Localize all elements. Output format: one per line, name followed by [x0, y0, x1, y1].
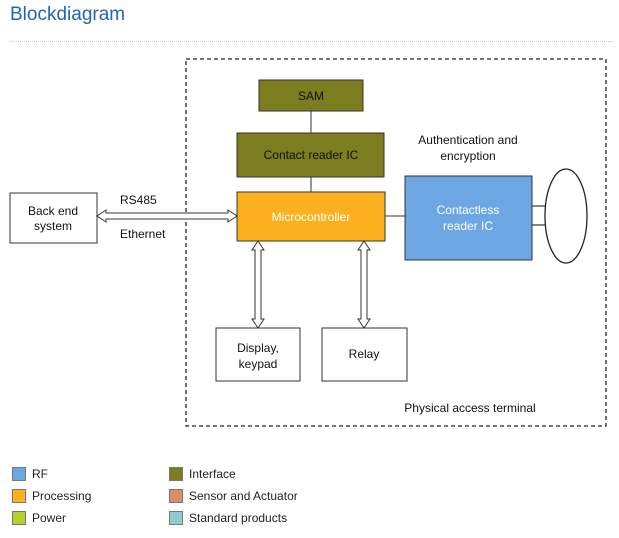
legend-item-standard: Standard products [169, 510, 287, 526]
display-label-1: Display, [237, 341, 279, 355]
auth-label-1: Authentication and [418, 133, 517, 147]
heading-divider [10, 41, 613, 42]
legend: RF Processing Power Interface Sensor and… [12, 462, 332, 532]
sam-block: SAM [258, 79, 364, 112]
legend-label-standard: Standard products [189, 511, 288, 525]
legend-label-power: Power [32, 511, 67, 525]
legend-label-sensor: Sensor and Actuator [189, 489, 298, 503]
back-end-block: Back end system [9, 192, 98, 244]
legend-item-interface: Interface [169, 466, 236, 482]
legend-item-sensor: Sensor and Actuator [169, 488, 298, 504]
rs485-label: RS485 [120, 193, 157, 207]
display-keypad-block: Display, keypad [215, 327, 301, 382]
micro-relay-arrow [357, 240, 371, 329]
legend-label-interface: Interface [189, 467, 236, 481]
display-label-2: keypad [239, 357, 278, 371]
microcontroller-label: Microcontroller [272, 210, 351, 224]
contact-reader-label: Contact reader IC [264, 148, 359, 162]
microcontroller-block: Microcontroller [236, 191, 386, 242]
legend-item-power: Power [12, 510, 66, 526]
ethernet-label: Ethernet [120, 227, 166, 241]
legend-label-rf: RF [32, 467, 48, 481]
back-end-label-1: Back end [28, 204, 78, 218]
contactless-reader-label-2: reader IC [443, 219, 493, 233]
terminal-boundary [185, 58, 607, 427]
legend-label-processing: Processing [32, 489, 92, 503]
legend-swatch-processing [12, 489, 26, 503]
relay-label: Relay [349, 347, 380, 361]
contactless-reader-label-1: Contactless [437, 203, 500, 217]
page-title: Blockdiagram [10, 4, 126, 25]
sam-label: SAM [298, 89, 324, 103]
legend-swatch-standard [169, 511, 183, 525]
antenna-icon [544, 168, 588, 264]
legend-item-rf: RF [12, 466, 48, 482]
back-end-label-2: system [34, 219, 72, 233]
legend-item-processing: Processing [12, 488, 91, 504]
contact-reader-block: Contact reader IC [236, 132, 385, 178]
block-diagram: SAM Contact reader IC Microcontroller Co… [9, 58, 607, 427]
legend-swatch-power [12, 511, 26, 525]
auth-label-2: encryption [440, 149, 495, 163]
legend-swatch-sensor [169, 489, 183, 503]
relay-block: Relay [321, 327, 408, 382]
legend-swatch-interface [169, 467, 183, 481]
legend-swatch-rf [12, 467, 26, 481]
contactless-reader-block: Contactless reader IC [404, 175, 533, 261]
micro-display-arrow [251, 240, 265, 329]
terminal-label: Physical access terminal [404, 401, 535, 415]
rs485-ethernet-arrow [96, 209, 238, 223]
